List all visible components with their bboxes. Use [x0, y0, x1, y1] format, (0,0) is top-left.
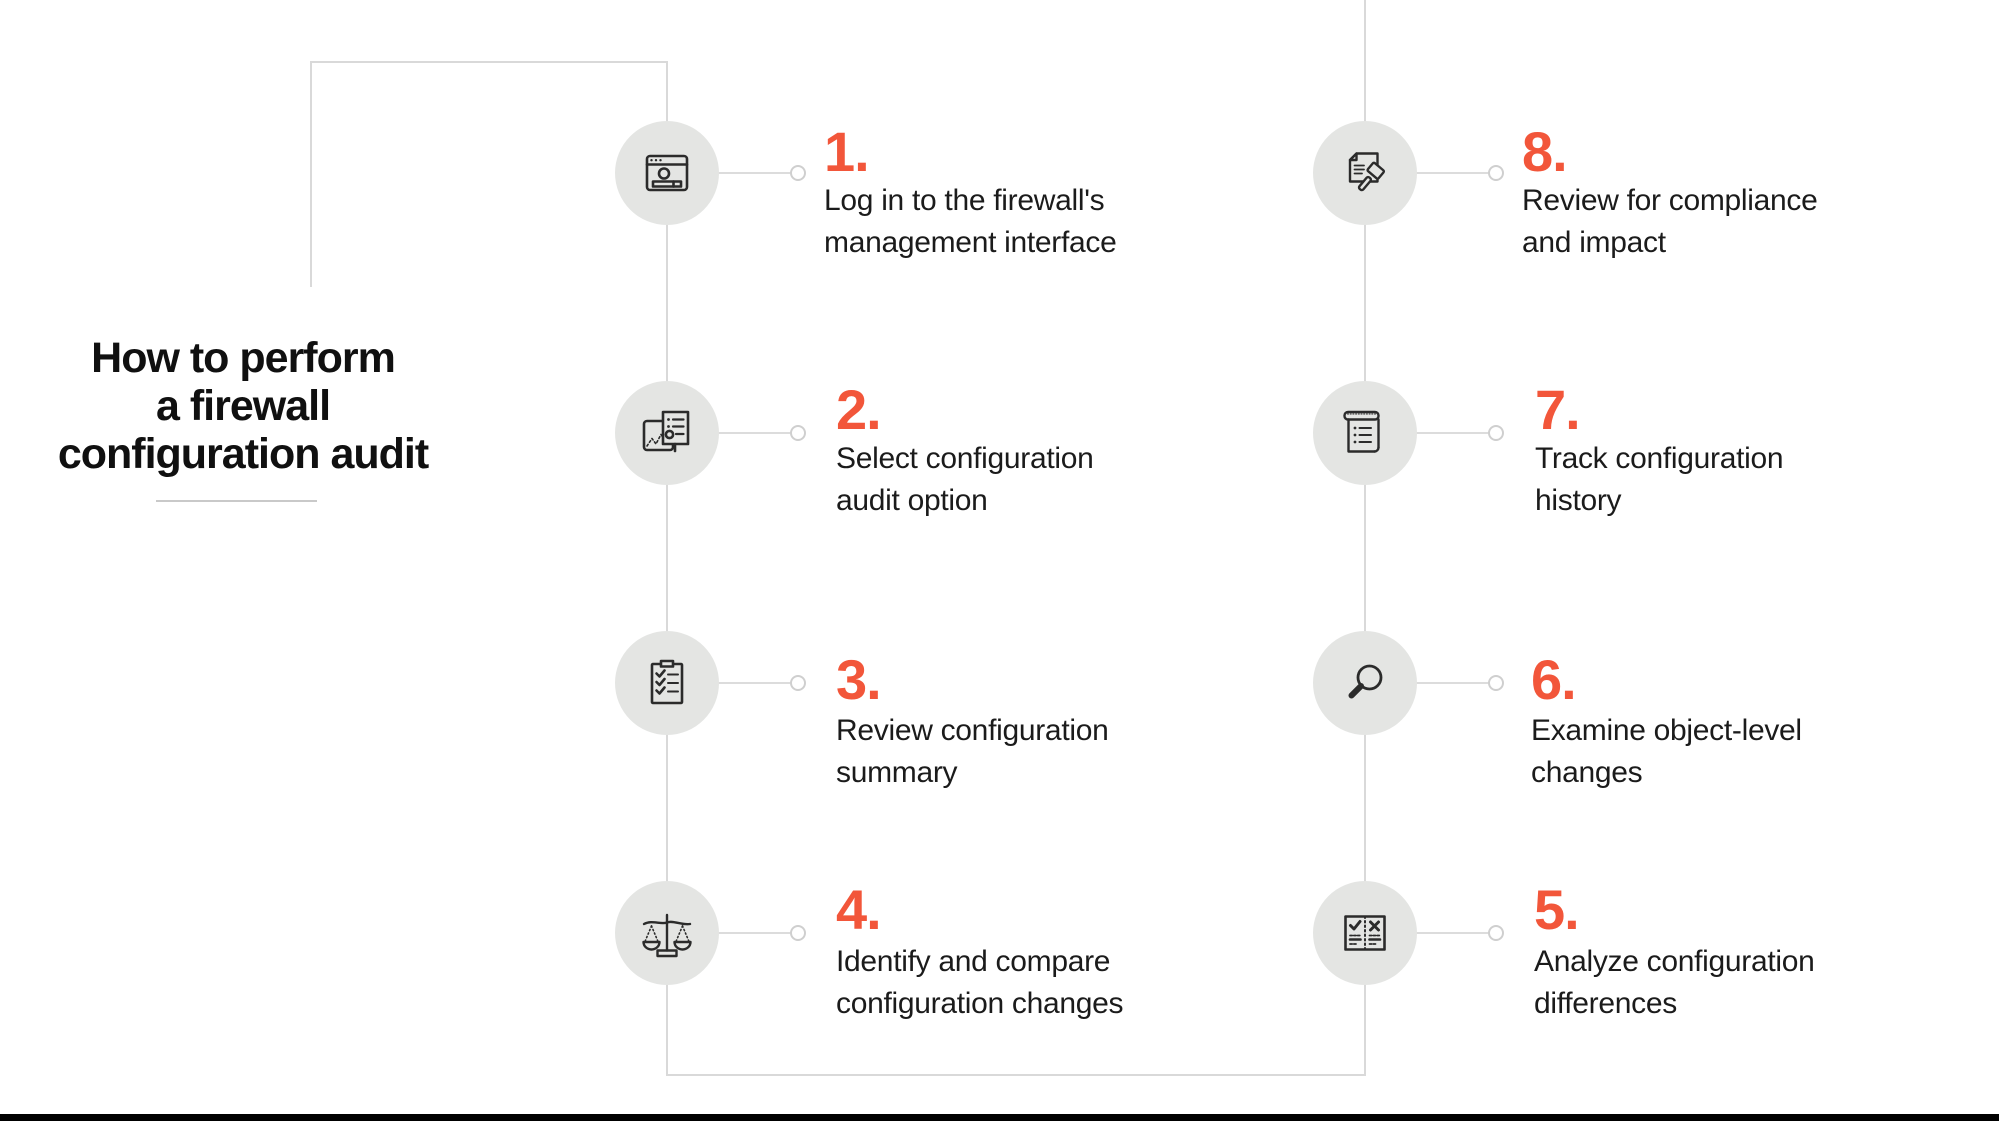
- step-label-line-2: configuration changes: [836, 987, 1124, 1020]
- step-1-connector-line: [717, 172, 791, 174]
- step-8-connector-ring: [1488, 165, 1504, 181]
- step-label-line-2: management interface: [824, 226, 1117, 259]
- step-label: Select configuration audit option: [836, 438, 1094, 522]
- step-label-line-2: history: [1535, 484, 1622, 517]
- step-label-line-2: summary: [836, 756, 958, 789]
- step-2-icon-circle: [615, 381, 719, 485]
- right-column-spine-line: [1364, 0, 1366, 1075]
- step-4-connector-ring: [790, 925, 806, 941]
- step-5-icon-circle: [1313, 881, 1417, 985]
- step-number: 8.: [1522, 120, 1568, 183]
- title-divider: [156, 500, 317, 502]
- step-label-line-2: differences: [1534, 987, 1677, 1020]
- step-label: Review configuration summary: [836, 710, 1109, 794]
- step-label-line-1: Log in to the firewall's: [824, 184, 1105, 217]
- document-chart-icon: [642, 410, 690, 453]
- step-7-connector-ring: [1488, 425, 1504, 441]
- step-2-connector-ring: [790, 425, 806, 441]
- step-8-connector-line: [1415, 172, 1489, 174]
- step-number: 7.: [1535, 378, 1581, 441]
- step-label-line-2: changes: [1531, 756, 1643, 789]
- step-6-icon-circle: [1313, 631, 1417, 735]
- comparison-book-icon: [1344, 915, 1386, 951]
- browser-window-icon: [645, 154, 689, 192]
- step-number: 3.: [836, 648, 882, 711]
- step-label-line-1: Track configuration: [1535, 442, 1784, 475]
- step-number: 1.: [824, 120, 870, 183]
- title-line-2: a firewall: [155, 382, 331, 430]
- step-label: Analyze configuration differences: [1534, 941, 1815, 1025]
- title-elbow-vertical-line: [310, 61, 312, 287]
- title-elbow-horizontal-line: [310, 61, 668, 63]
- magnifier-icon: [1348, 664, 1383, 699]
- checklist-clipboard-icon: [650, 659, 684, 705]
- step-3-connector-line: [717, 682, 791, 684]
- step-label: Track configuration history: [1535, 438, 1784, 522]
- step-number: 4.: [836, 878, 882, 941]
- step-label: Examine object-level changes: [1531, 710, 1802, 794]
- step-6-connector-line: [1415, 682, 1489, 684]
- step-number: 6.: [1531, 648, 1577, 711]
- step-2-connector-line: [717, 432, 791, 434]
- title-line-1: How to perform: [91, 334, 396, 382]
- step-label: Log in to the firewall's management inte…: [824, 180, 1117, 264]
- step-label-line-2: audit option: [836, 484, 988, 517]
- step-7-icon-circle: [1313, 381, 1417, 485]
- scroll-history-icon: [1343, 410, 1380, 453]
- step-1-icon-circle: [615, 121, 719, 225]
- step-label-line-1: Review for compliance: [1522, 184, 1818, 217]
- step-8-icon-circle: [1313, 121, 1417, 225]
- step-number: 2.: [836, 378, 882, 441]
- step-5-connector-ring: [1488, 925, 1504, 941]
- step-3-icon-circle: [615, 631, 719, 735]
- title-line-3: configuration audit: [57, 430, 429, 478]
- step-1-connector-ring: [790, 165, 806, 181]
- step-label-line-1: Select configuration: [836, 442, 1094, 475]
- step-label: Identify and compare configuration chang…: [836, 941, 1124, 1025]
- step-7-connector-line: [1415, 432, 1489, 434]
- step-label-line-2: and impact: [1522, 226, 1666, 259]
- step-label-line-1: Identify and compare: [836, 945, 1111, 978]
- step-6-connector-ring: [1488, 675, 1504, 691]
- step-number: 5.: [1534, 878, 1580, 941]
- bottom-rail-line: [666, 1074, 1366, 1076]
- step-label: Review for compliance and impact: [1522, 180, 1818, 264]
- step-label-line-1: Review configuration: [836, 714, 1109, 747]
- step-label-line-1: Analyze configuration: [1534, 945, 1815, 978]
- balance-scale-icon: [642, 913, 692, 958]
- step-label-line-1: Examine object-level: [1531, 714, 1802, 747]
- step-3-connector-ring: [790, 675, 806, 691]
- step-5-connector-line: [1415, 932, 1489, 934]
- step-4-icon-circle: [615, 881, 719, 985]
- left-column-spine-line: [666, 61, 668, 1075]
- step-4-connector-line: [717, 932, 791, 934]
- page-title: How to perform a firewall configuration …: [48, 334, 438, 478]
- gavel-document-icon: [1348, 152, 1386, 192]
- bottom-border-bar: [0, 1114, 1999, 1121]
